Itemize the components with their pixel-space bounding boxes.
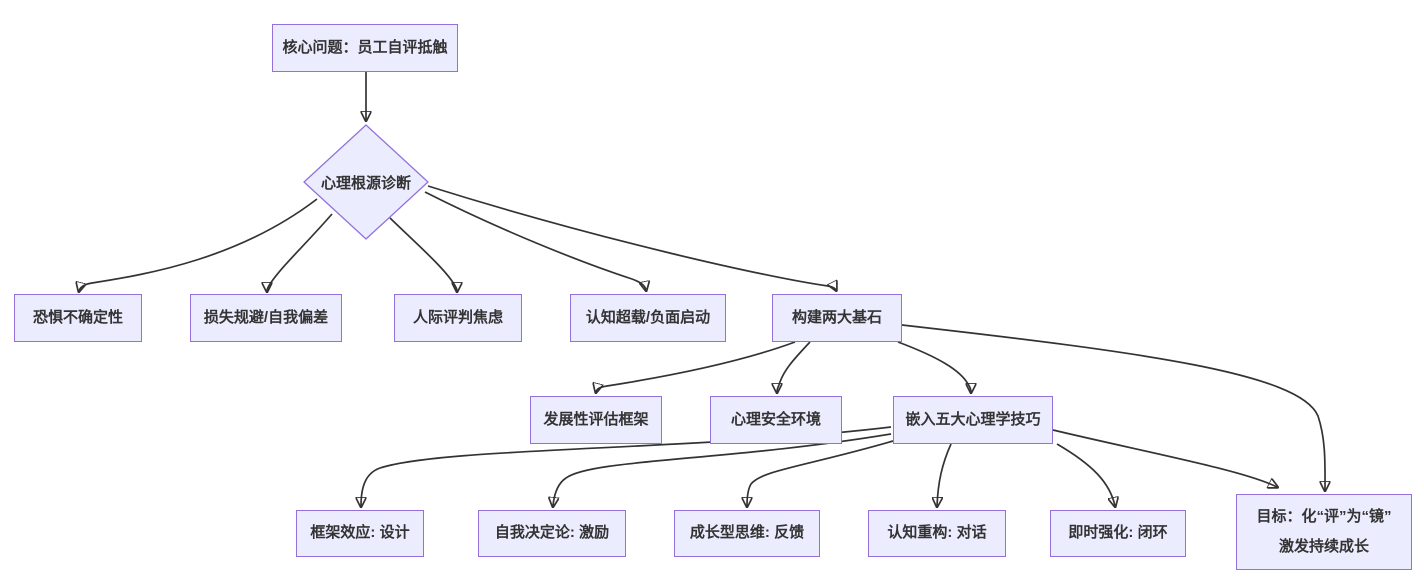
node-framework: 发展性评估框架 — [530, 396, 662, 444]
node-bases-label: 构建两大基石 — [791, 308, 882, 326]
node-diagnosis-shape — [303, 124, 429, 240]
node-growth-label: 成长型思维: 反馈 — [689, 524, 805, 542]
edge-diagnosis-to-fear — [79, 198, 318, 291]
node-goal-label-line1: 目标：化“评”为“镜” — [1256, 507, 1392, 525]
node-fear: 恐惧不确定性 — [14, 294, 142, 342]
edge-bases-to-goal — [901, 324, 1325, 490]
edge-diagnosis-to-loss — [267, 213, 333, 291]
node-safety: 心理安全环境 — [710, 396, 842, 444]
node-core: 核心问题：员工自评抵触 — [272, 24, 458, 72]
node-sdt: 自我决定论: 激励 — [478, 510, 626, 557]
node-reframe: 认知重构: 对话 — [868, 510, 1006, 557]
edge-embed-to-sdt — [553, 433, 892, 506]
node-core-label: 核心问题：员工自评抵触 — [282, 38, 448, 56]
edge-embed-to-growth — [747, 440, 894, 506]
node-bases: 构建两大基石 — [772, 294, 902, 342]
edge-bases-to-embed — [897, 341, 971, 392]
node-sdt-label: 自我决定论: 激励 — [494, 524, 610, 542]
node-goal: 目标：化“评”为“镜” 激发持续成长 — [1236, 494, 1412, 570]
node-reinforce: 即时强化: 闭环 — [1050, 510, 1186, 557]
edge-embed-to-reinforce — [1056, 443, 1115, 506]
node-diagnosis-label: 心理根源诊断 — [320, 174, 411, 192]
edge-embed-to-goal — [1052, 429, 1277, 487]
node-goal-label-line2: 激发持续成长 — [1278, 537, 1369, 555]
node-overload-label: 认知超载/负面启动 — [585, 308, 711, 326]
node-growth: 成长型思维: 反馈 — [674, 510, 820, 557]
edge-bases-to-safety — [777, 341, 811, 392]
node-framing: 框架效应: 设计 — [296, 510, 424, 557]
edge-embed-to-reframe — [937, 443, 952, 506]
node-judge: 人际评判焦虑 — [394, 294, 522, 342]
node-embed-label: 嵌入五大心理学技巧 — [905, 410, 1041, 428]
edge-diagnosis-to-judge — [389, 217, 457, 291]
edge-diagnosis-to-overload — [424, 191, 646, 290]
node-safety-label: 心理安全环境 — [730, 410, 821, 428]
node-loss: 损失规避/自我偏差 — [190, 294, 342, 342]
node-framework-label: 发展性评估框架 — [543, 410, 649, 428]
node-overload: 认知超载/负面启动 — [570, 294, 726, 342]
node-judge-label: 人际评判焦虑 — [412, 308, 503, 326]
node-reframe-label: 认知重构: 对话 — [887, 524, 987, 542]
node-loss-label: 损失规避/自我偏差 — [203, 308, 329, 326]
edge-bases-to-framework — [596, 341, 796, 392]
node-embed: 嵌入五大心理学技巧 — [893, 396, 1053, 444]
node-framing-label: 框架效应: 设计 — [310, 524, 410, 542]
node-fear-label: 恐惧不确定性 — [32, 308, 123, 326]
node-reinforce-label: 即时强化: 闭环 — [1068, 524, 1168, 542]
edge-diagnosis-to-bases — [427, 185, 836, 290]
